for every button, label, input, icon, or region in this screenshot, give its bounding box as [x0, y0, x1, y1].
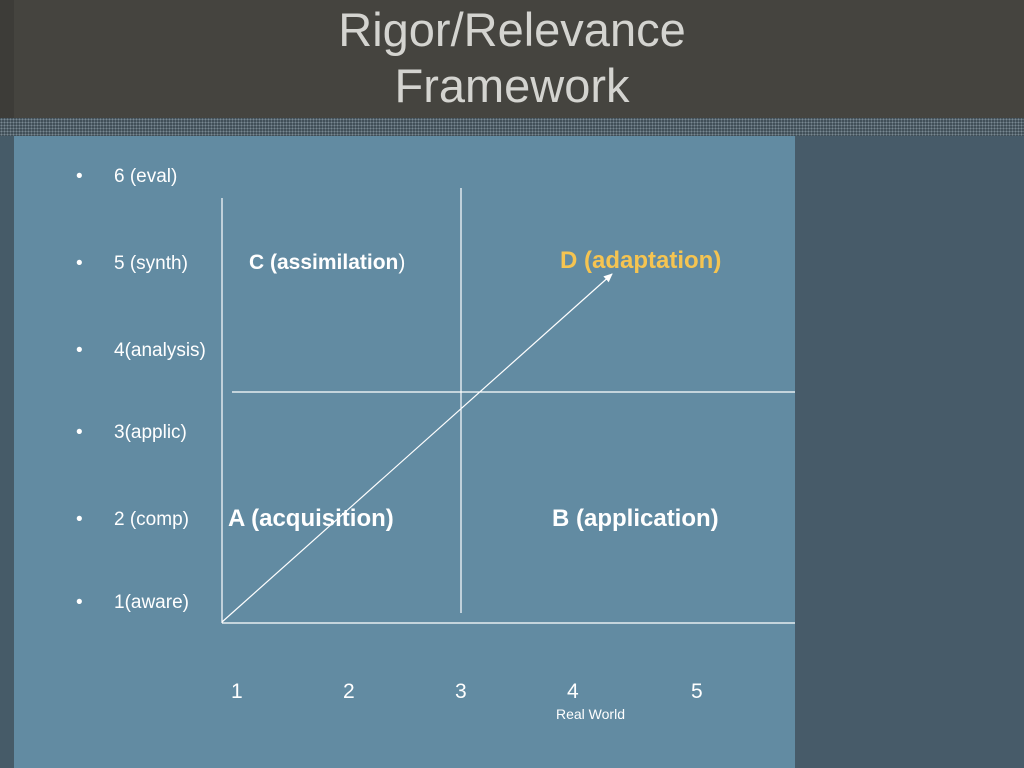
content-panel: • 6 (eval) • 5 (synth) • 4(analysis) • 3(app… [14, 136, 795, 768]
rigor-level-item: • 4(analysis) [76, 340, 206, 362]
title-bar-edge [0, 0, 14, 120]
rigor-level-label: 5 (synth) [114, 253, 188, 274]
diagonal-arrow [221, 273, 613, 623]
quadrant-a-label: A (acquisition) [228, 505, 394, 532]
x-tick-label: 1 [231, 680, 243, 703]
rigor-level-item: • 3(applic) [76, 422, 187, 444]
rigor-level-label: 1(aware) [114, 592, 189, 613]
rigor-level-label: 6 (eval) [114, 166, 178, 187]
x-axis-label: Real World [556, 706, 625, 722]
x-tick-label: 3 [455, 680, 467, 703]
quadrant-c-suffix: ) [398, 251, 406, 274]
x-tick-label: 5 [691, 680, 703, 703]
rigor-level-item: • 5 (synth) [76, 253, 188, 275]
rigor-level-item: • 2 (comp) [76, 509, 189, 531]
rigor-level-item: • 6 (eval) [76, 166, 177, 188]
side-panel [795, 136, 1024, 768]
quadrant-c-prefix: C ( [249, 251, 277, 274]
slide-title-line-2: Framework [394, 59, 630, 112]
slide-title-line-1: Rigor/Relevance [338, 3, 686, 56]
x-tick-label: 4 [567, 680, 579, 703]
quadrant-c-label: C (assimilation) [249, 250, 405, 276]
quadrant-d-label: D (adaptation) [560, 247, 722, 274]
rigor-level-label: 4(analysis) [114, 340, 206, 361]
slide-title: Rigor/Relevance Framework [0, 2, 1024, 114]
bullet-icon: • [76, 509, 83, 530]
rigor-level-label: 2 (comp) [114, 509, 189, 530]
rigor-level-label: 3(applic) [114, 422, 187, 443]
rigor-relevance-diagram [221, 188, 795, 624]
x-tick-label: 2 [343, 680, 355, 703]
rigor-level-item: • 1(aware) [76, 592, 189, 614]
dotted-divider-band [0, 118, 1024, 136]
bullet-icon: • [76, 422, 83, 443]
quadrant-b-label: B (application) [552, 505, 719, 532]
quadrant-c-word: assimilation [277, 251, 399, 274]
title-bar: Rigor/Relevance Framework [0, 0, 1024, 120]
bullet-icon: • [76, 592, 83, 613]
bullet-icon: • [76, 340, 83, 361]
bullet-icon: • [76, 166, 83, 187]
bullet-icon: • [76, 253, 83, 274]
